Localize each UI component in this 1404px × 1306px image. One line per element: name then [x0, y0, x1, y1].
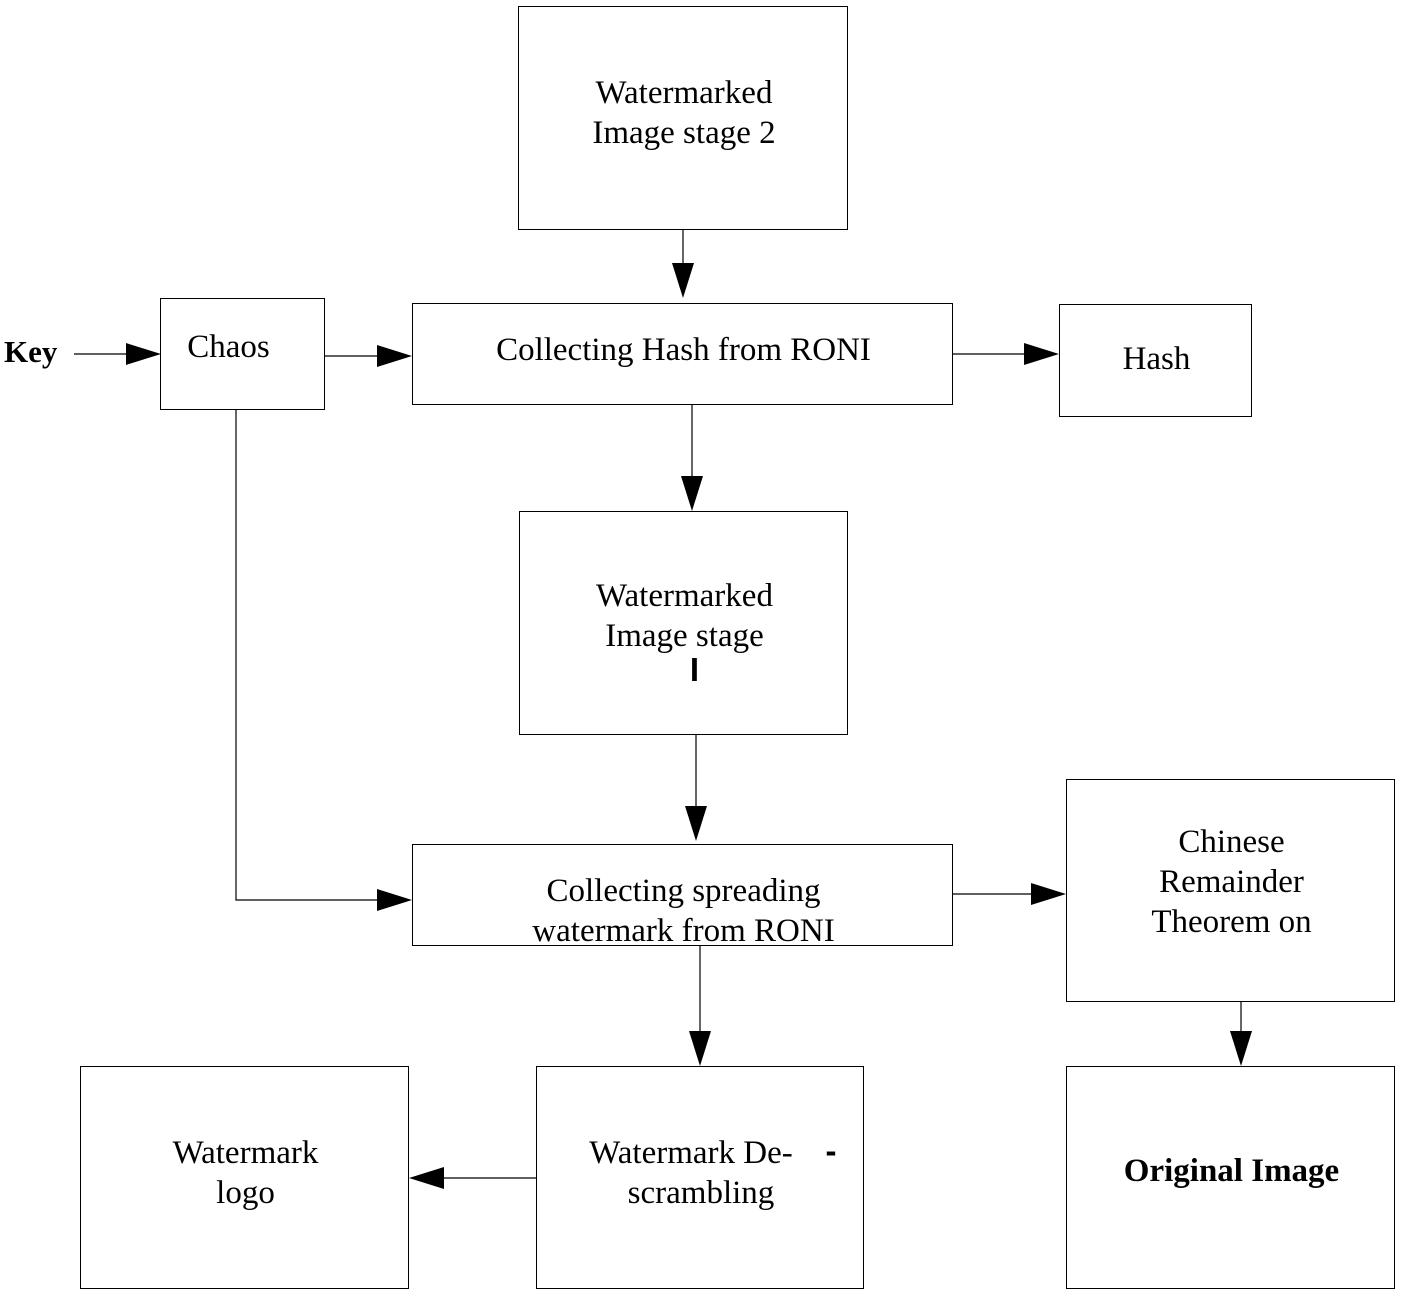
arrow-key-to-chaos [74, 343, 161, 365]
original-image-box: Original Image [1066, 1066, 1395, 1289]
descrambling-line1: Watermark De- [589, 1135, 793, 1171]
watermarked-stage2-box: Watermarked Image stage 2 [518, 6, 848, 230]
arrow-chaos-to-collecting-hash [325, 345, 412, 367]
arrow-stage1-to-collecting-spreading [685, 735, 707, 841]
watermarked-stage2-line2: Image stage 2 [592, 115, 776, 151]
watermarked-stage2-line1: Watermarked [595, 75, 773, 111]
descrambling-line2: scrambling [627, 1175, 775, 1211]
watermarked-stage1-line2: Image stage [605, 618, 764, 654]
arrow-collecting-hash-to-hash [953, 343, 1059, 365]
collecting-hash-label: Collecting Hash from RONI [496, 332, 871, 368]
arrow-collecting-spreading-to-crt [953, 883, 1066, 905]
collecting-spreading-line2: watermark from RONI [532, 913, 835, 949]
chaos-box: Chaos [160, 298, 325, 410]
crt-line1: Chinese [1178, 824, 1285, 860]
descrambling-line1-mark: - [825, 1132, 837, 1169]
crt-line2: Remainder [1159, 864, 1304, 900]
arrow-stage2-to-collecting-hash [672, 230, 694, 298]
arrow-collecting-spreading-to-descrambling [689, 946, 711, 1066]
original-image-label: Original Image [1123, 1153, 1340, 1189]
watermarked-stage1-line3: I [689, 651, 700, 688]
hash-box: Hash [1059, 304, 1252, 417]
watermark-logo-box: Watermark logo [80, 1066, 409, 1289]
watermarked-stage1-box: Watermarked Image stage I [519, 511, 848, 735]
collecting-spreading-line1: Collecting spreading [546, 873, 821, 909]
crt-box: Chinese Remainder Theorem on [1066, 779, 1395, 1002]
chaos-label: Chaos [187, 329, 270, 365]
crt-line3: Theorem on [1151, 904, 1312, 940]
hash-label: Hash [1122, 341, 1191, 377]
arrow-chaos-to-collecting-spreading [235, 410, 412, 911]
collecting-hash-box: Collecting Hash from RONI [412, 303, 953, 405]
arrow-crt-to-original [1230, 1002, 1252, 1066]
watermark-logo-line1: Watermark [172, 1135, 319, 1171]
watermarked-stage1-line1: Watermarked [596, 578, 773, 614]
watermark-logo-line2: logo [216, 1175, 275, 1211]
key-label: Key [4, 334, 58, 369]
descrambling-box: Watermark De- - scrambling [536, 1066, 864, 1289]
arrow-collecting-hash-to-stage1 [681, 405, 703, 511]
arrow-descrambling-to-logo [409, 1167, 536, 1189]
collecting-spreading-box: Collecting spreading watermark from RONI [412, 844, 953, 949]
